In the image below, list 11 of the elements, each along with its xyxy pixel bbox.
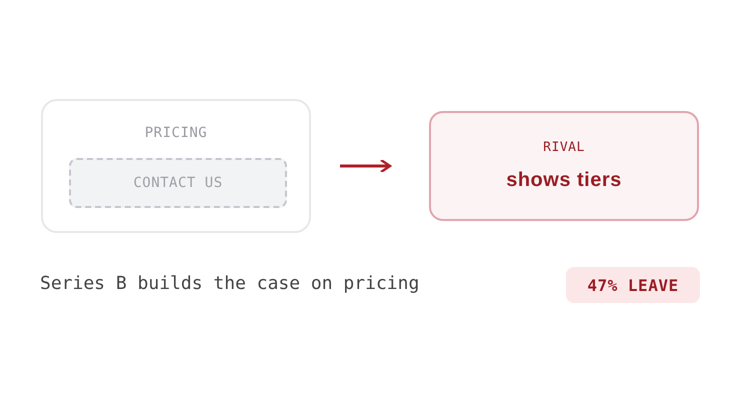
arrow bbox=[340, 158, 392, 174]
dashed-field bbox=[69, 158, 287, 208]
section-label: PRICING bbox=[144, 125, 208, 141]
headline: shows tiers bbox=[506, 169, 622, 192]
badge-text: 47% LEAVE bbox=[587, 276, 679, 294]
placeholder-text: CONTACT US bbox=[133, 175, 223, 191]
section-label: RIVAL bbox=[543, 140, 585, 155]
card bbox=[41, 99, 311, 233]
badge bbox=[566, 267, 700, 303]
caption-text: Series B builds the case on pricing bbox=[40, 273, 420, 294]
card bbox=[429, 111, 699, 221]
